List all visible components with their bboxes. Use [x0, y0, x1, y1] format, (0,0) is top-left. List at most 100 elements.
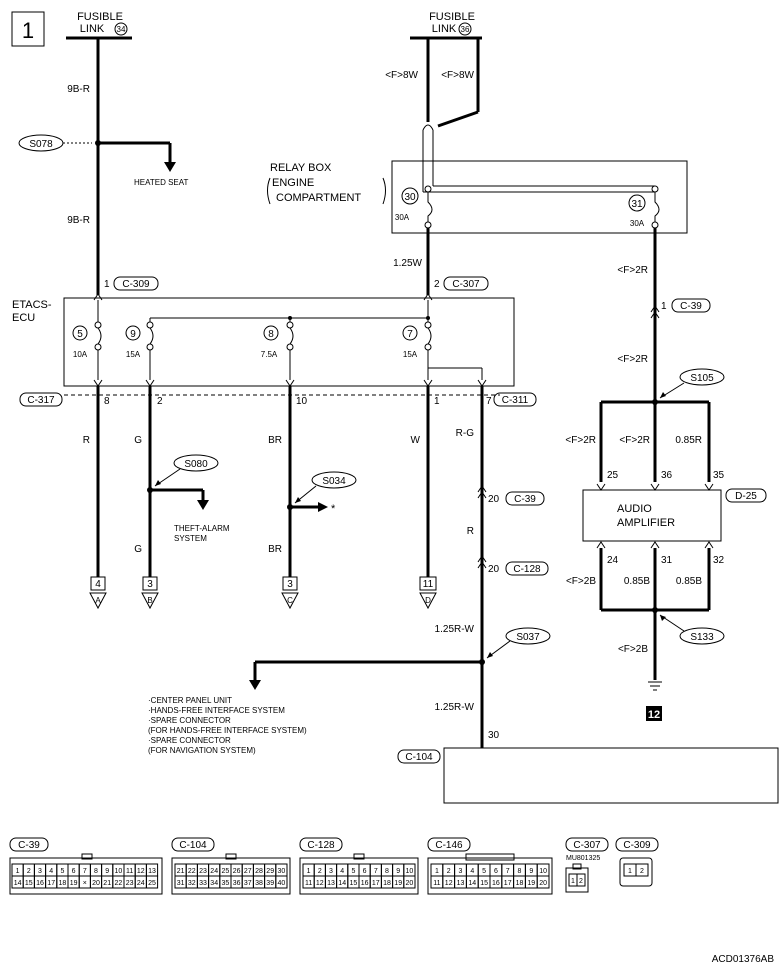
- connector-c307: C-307: [452, 279, 480, 290]
- pin-number: 3: [38, 868, 42, 875]
- ground-number: 12: [648, 709, 660, 721]
- pin-number: 25: [148, 880, 156, 887]
- pin-30: 30: [488, 730, 500, 741]
- pin-number: 15: [25, 880, 33, 887]
- fusible-link-36: FUSIBLE LINK 36: [410, 11, 482, 40]
- pin-number: 11: [305, 880, 312, 887]
- pin-number: 16: [361, 880, 369, 887]
- relay-box-title: RELAY BOX: [270, 162, 332, 174]
- pin-c39-1: 1: [661, 301, 667, 312]
- cv-c146-label: C-146: [435, 840, 463, 851]
- pin-number: 23: [126, 880, 134, 887]
- pin-number: 34: [210, 880, 218, 887]
- wire-label-amp-c: 0.85R: [675, 435, 702, 446]
- pin-number: 24: [210, 868, 218, 875]
- pin-number: 25: [222, 868, 230, 875]
- pin-number: 6: [72, 868, 76, 875]
- cv-c307-part: MU801325: [566, 855, 600, 862]
- pin-number: 1: [571, 878, 575, 885]
- fusible-link-34-line2: LINK: [80, 23, 105, 35]
- pin-number: 10: [115, 868, 123, 875]
- wire-label-amp-b: <F>2R: [619, 435, 650, 446]
- splice-s037: S037: [516, 632, 540, 643]
- wire-g-to-b: G G S080 THEFT-ALARM SYSTEM: [134, 386, 230, 577]
- pin-35: 35: [713, 470, 725, 481]
- splice-s133: S133: [690, 632, 714, 643]
- pin-number: 37: [244, 880, 252, 887]
- pin-number: 20: [539, 880, 547, 887]
- pin-number: 16: [36, 880, 44, 887]
- pin-number: 32: [188, 880, 196, 887]
- wire-label-1-25w: 1.25W: [393, 258, 422, 269]
- theft-alarm-2: SYSTEM: [174, 534, 207, 543]
- wire-label-f2r-mid: <F>2R: [617, 354, 648, 365]
- wire-label-f8w-a: <F>8W: [385, 70, 418, 81]
- wire-f2r: <F>2R 1 C-39 <F>2R S105 <F>2R <F>2R 0.85…: [565, 228, 725, 491]
- pin-number: 6: [363, 868, 367, 875]
- pin-number: 7: [83, 868, 87, 875]
- cv-c39-label: C-39: [18, 840, 40, 851]
- wire-label-gnd-a: <F>2B: [566, 576, 596, 587]
- fusible-link-36-num: 36: [461, 25, 470, 34]
- pin-cell: [635, 863, 649, 877]
- cv-c128-label: C-128: [307, 840, 335, 851]
- audio-amplifier: AUDIO AMPLIFIER D-25: [582, 488, 767, 542]
- pin-cell: [403, 875, 416, 889]
- relay-fuse-30: 30: [404, 192, 416, 203]
- etacs-title-1: ETACS-: [12, 299, 52, 311]
- pin-number: 5: [351, 868, 355, 875]
- pin-number: 1: [628, 868, 632, 875]
- pin-number: 4: [470, 868, 474, 875]
- relay-box-line2: ENGINE: [272, 177, 314, 189]
- etacs-fuse-8: 8 7.5A: [261, 321, 294, 380]
- wire-label-f2r-top: <F>2R: [617, 265, 648, 276]
- pin-number: 1: [16, 868, 20, 875]
- pin-number: 14: [338, 880, 346, 887]
- pin-number: 38: [255, 880, 263, 887]
- fuse-7-amp: 15A: [403, 350, 418, 359]
- heated-seat-label: HEATED SEAT: [134, 178, 188, 187]
- wire-label-9br-top: 9B-R: [67, 84, 90, 95]
- pin-cell: [145, 875, 159, 889]
- pin-number: 1: [435, 868, 439, 875]
- pin-number: 9: [105, 868, 109, 875]
- wire-label-gnd-b: 0.85B: [624, 576, 650, 587]
- wire-label-g2: G: [134, 544, 142, 555]
- connector-c104: C-104: [405, 752, 433, 763]
- pin-number: 15: [480, 880, 488, 887]
- page-number: 1: [22, 18, 34, 43]
- load-list-3: (FOR HANDS-FREE INTERFACE SYSTEM): [148, 726, 307, 735]
- pin-number: 18: [383, 880, 391, 887]
- wire-amp-ground: 24 31 32 <F>2B 0.85B 0.85B S133 <F>2B 12: [566, 541, 725, 721]
- connector-c128: C-128: [513, 564, 541, 575]
- pin-number: 21: [177, 868, 185, 875]
- pin-number: 13: [327, 880, 335, 887]
- pin-number: 17: [372, 880, 380, 887]
- amp-label-1: AUDIO: [617, 503, 652, 515]
- pin-24: 24: [607, 555, 619, 566]
- etacs-title-2: ECU: [12, 312, 35, 324]
- pin-number: 8: [385, 868, 389, 875]
- pin-number: 19: [527, 880, 535, 887]
- offpage-d-letter: D: [425, 596, 431, 605]
- fuse-7-num: 7: [407, 329, 413, 340]
- pin-number: 20: [406, 880, 414, 887]
- wire-label-f8w-b: <F>8W: [441, 70, 474, 81]
- pin-cell: [576, 873, 586, 887]
- offpage-b: 3 B: [141, 576, 159, 610]
- wire-label-125rw-b: 1.25R-W: [435, 702, 475, 713]
- pin-number: 28: [255, 868, 263, 875]
- pin-number: 2: [447, 868, 451, 875]
- pin-25: 25: [607, 470, 619, 481]
- pin-number: ×: [83, 880, 87, 887]
- etacs-fuse-7: 7 15A: [402, 321, 483, 380]
- wire-label-rg: R-G: [456, 428, 475, 439]
- wire-w-to-d: W: [411, 386, 430, 577]
- pin-8: 8: [104, 396, 110, 407]
- pin-number: 11: [433, 880, 440, 887]
- fusible-link-36-line1: FUSIBLE: [429, 11, 475, 23]
